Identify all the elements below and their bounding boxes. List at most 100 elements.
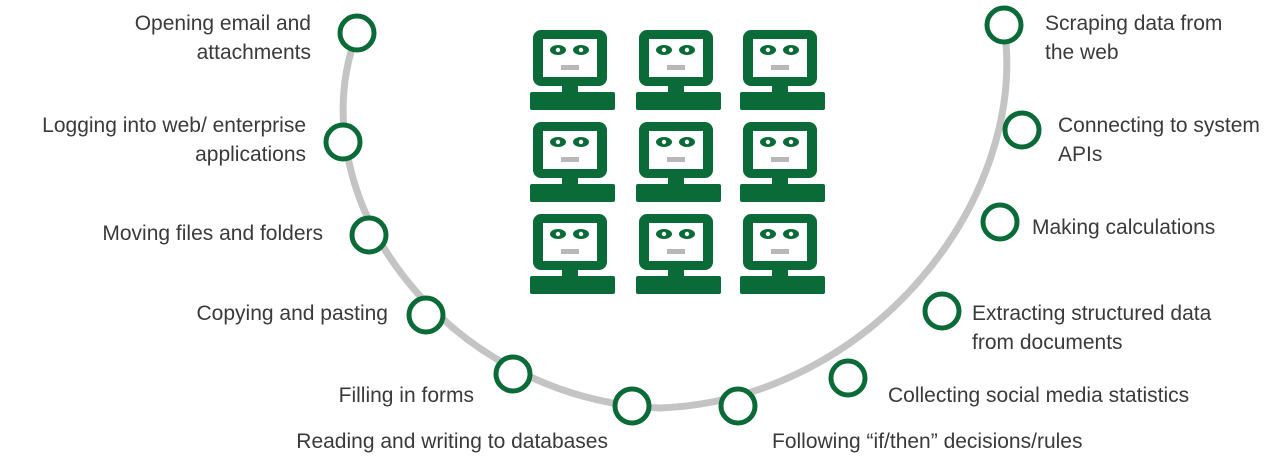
monitor-screen [543, 131, 597, 169]
right-pupil [788, 231, 794, 237]
task-label-line: Following “if/then” decisions/rules [772, 430, 1083, 453]
right-pupil [578, 139, 584, 145]
monitor-neck [772, 86, 788, 92]
computer-robot-icon [740, 122, 825, 202]
keyboard-base [636, 276, 721, 294]
monitor-neck [562, 86, 578, 92]
mouth [667, 249, 685, 254]
monitor-neck [668, 86, 684, 92]
task-label-line: Opening email and [134, 12, 311, 35]
task-node-icon [922, 291, 962, 331]
monitor-screen [753, 223, 807, 261]
monitor-neck [772, 270, 788, 276]
keyboard-base [636, 184, 721, 202]
left-task-label-2: Logging into web/ enterprise applications [42, 111, 306, 169]
left-pupil [765, 231, 771, 237]
left-pupil [661, 231, 667, 237]
task-label-line: Logging into web/ enterprise [42, 114, 306, 137]
monitor-neck [668, 178, 684, 184]
right-pupil [684, 139, 690, 145]
task-node-icon [980, 202, 1020, 242]
computer-robot-icon [740, 214, 825, 294]
monitor-neck [562, 178, 578, 184]
keyboard-base [530, 92, 615, 110]
task-label-line: from documents [972, 331, 1123, 354]
monitor-screen [543, 223, 597, 261]
task-label-line: Scraping data from [1045, 12, 1223, 35]
task-node-icon [493, 354, 533, 394]
keyboard-base [530, 184, 615, 202]
computer-robot-icon [530, 122, 615, 202]
task-label-line: Reading and writing to databases [296, 430, 608, 453]
task-node-icon [323, 122, 363, 162]
task-label-line: attachments [196, 41, 311, 64]
keyboard-base [530, 276, 615, 294]
monitor-screen [753, 39, 807, 77]
right-pupil [684, 231, 690, 237]
left-task-label-4: Copying and pasting [197, 299, 388, 328]
task-label-line: Making calculations [1032, 216, 1216, 239]
computer-robot-icon [530, 214, 615, 294]
task-nodes [323, 5, 1042, 426]
right-task-label-3: Making calculations [1032, 213, 1215, 242]
monitor-screen [543, 39, 597, 77]
right-task-label-6: Following “if/then” decisions/rules [772, 427, 1082, 456]
task-label-line: Copying and pasting [196, 302, 388, 325]
task-node-icon [612, 386, 652, 426]
monitor-neck [562, 270, 578, 276]
task-node-icon [337, 13, 377, 53]
mouth [771, 157, 789, 162]
mouth [771, 65, 789, 70]
monitor-neck [668, 270, 684, 276]
computer-robot-icon [530, 30, 615, 110]
task-node-icon [406, 295, 446, 335]
monitor-screen [753, 131, 807, 169]
keyboard-base [740, 184, 825, 202]
computer-robot-icon [740, 30, 825, 110]
task-label-line: Connecting to system [1058, 114, 1260, 137]
task-label-line: Filling in forms [338, 384, 474, 407]
robot-grid [530, 30, 825, 294]
monitor-screen [649, 39, 703, 77]
left-task-label-5: Filling in forms [339, 381, 474, 410]
mouth [561, 65, 579, 70]
task-node-icon [718, 386, 758, 426]
keyboard-base [740, 92, 825, 110]
left-pupil [555, 139, 561, 145]
right-pupil [788, 139, 794, 145]
task-node-icon [349, 215, 389, 255]
task-label-line: Collecting social media statistics [888, 384, 1190, 407]
task-label-line: APIs [1058, 143, 1103, 166]
left-task-label-3: Moving files and folders [102, 219, 323, 248]
right-task-label-5: Collecting social media statistics [888, 381, 1189, 410]
left-pupil [661, 139, 667, 145]
task-arc [339, 21, 1011, 412]
keyboard-base [636, 92, 721, 110]
task-node-icon [1002, 110, 1042, 150]
right-pupil [578, 47, 584, 53]
right-task-label-4: Extracting structured data from documents [972, 299, 1211, 357]
left-task-label-6: Reading and writing to databases [296, 427, 608, 456]
task-label-line: Extracting structured data [972, 302, 1212, 325]
task-label-line: applications [195, 143, 306, 166]
computer-robot-icon [636, 30, 721, 110]
monitor-neck [772, 178, 788, 184]
task-label-line: the web [1045, 41, 1119, 64]
mouth [771, 249, 789, 254]
left-pupil [765, 47, 771, 53]
mouth [561, 249, 579, 254]
left-pupil [661, 47, 667, 53]
left-pupil [765, 139, 771, 145]
mouth [667, 65, 685, 70]
task-label-line: Moving files and folders [102, 222, 323, 245]
monitor-screen [649, 223, 703, 261]
right-task-label-1: Scraping data from the web [1045, 9, 1222, 67]
keyboard-base [740, 276, 825, 294]
mouth [667, 157, 685, 162]
left-pupil [555, 231, 561, 237]
right-pupil [788, 47, 794, 53]
right-pupil [578, 231, 584, 237]
